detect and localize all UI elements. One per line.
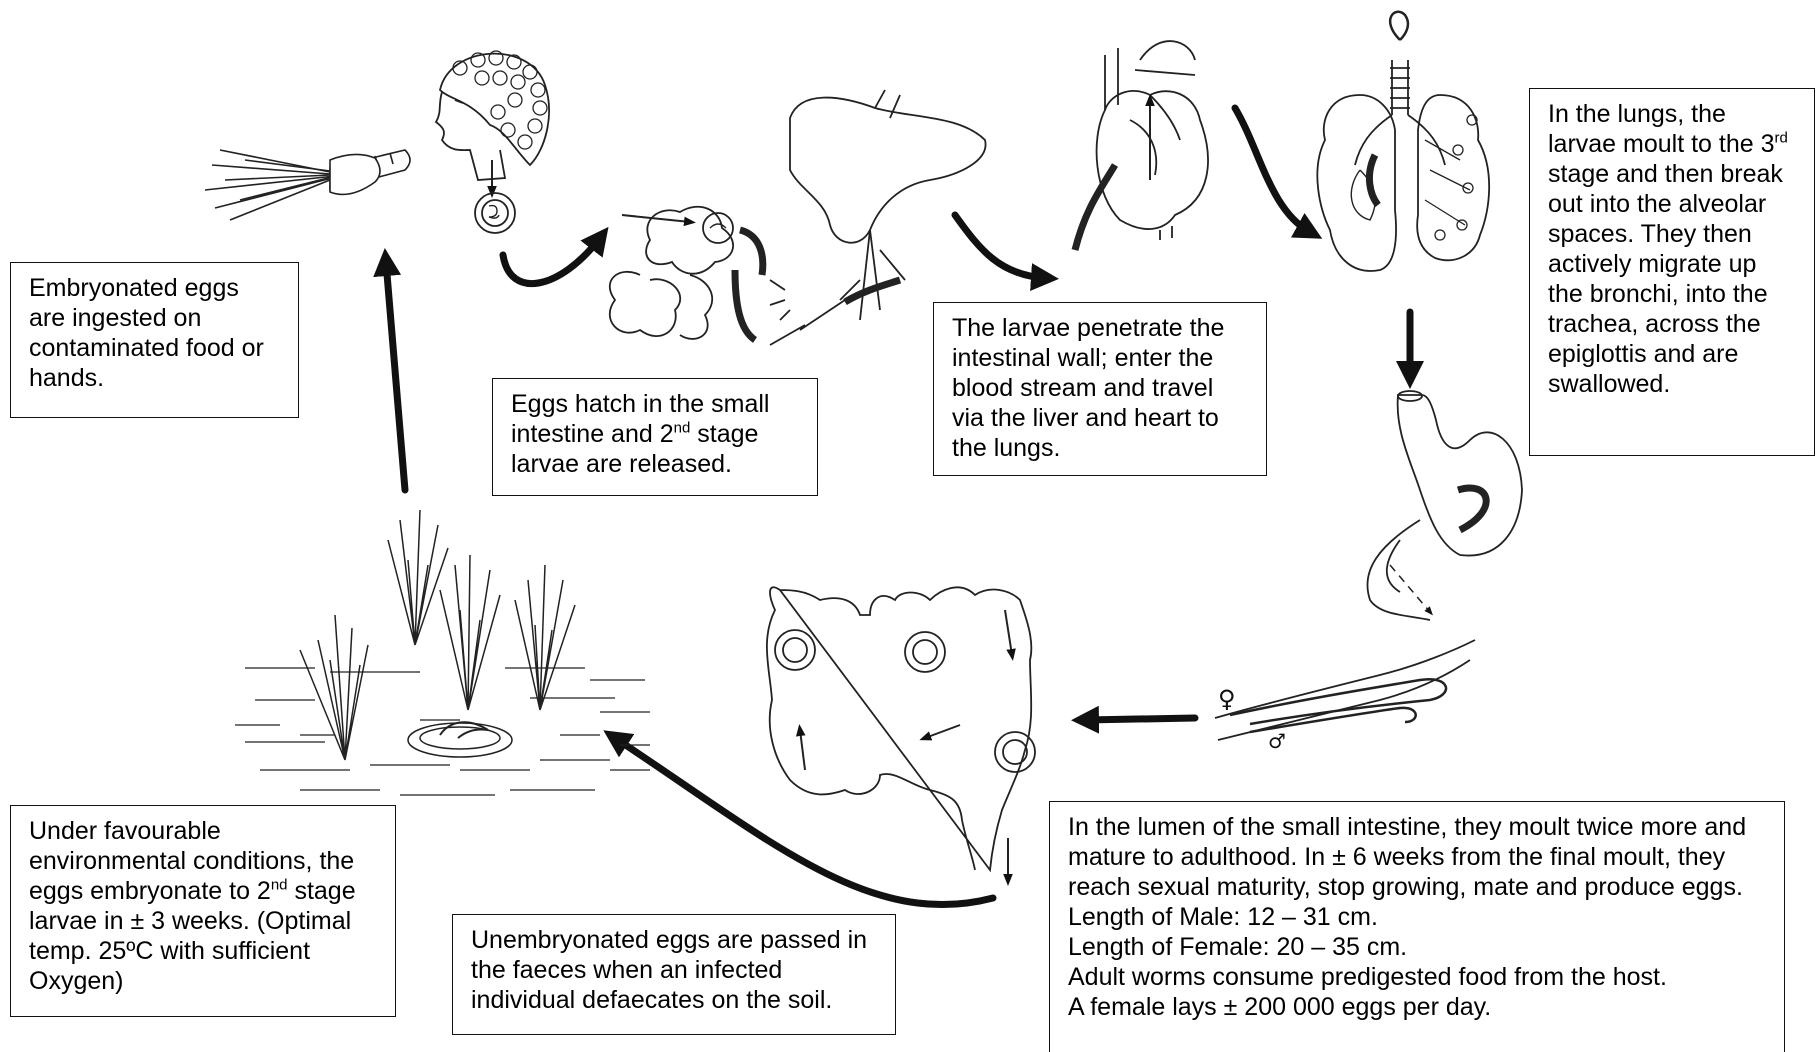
small-intestine-coils xyxy=(610,207,733,339)
plant-3 xyxy=(440,555,500,710)
penetrate-text: The larvae penetrate the intestinal wall… xyxy=(952,313,1248,463)
plant-4 xyxy=(515,565,575,710)
ingested-text: Embryonated eggs are ingested on contami… xyxy=(29,273,280,393)
arrow-soil-to-head xyxy=(386,262,405,490)
favourable-text: Under favourable environmental condition… xyxy=(29,816,377,996)
lumen-text-food: Adult worms consume predigested food fro… xyxy=(1068,962,1766,992)
duodenum xyxy=(1367,520,1430,620)
hand-carrot-drawing xyxy=(205,150,410,220)
lungs-drawing xyxy=(1317,12,1489,271)
male-symbol: ♂ xyxy=(1268,729,1286,753)
lumen-text-eggs: A female lays ± 200 000 eggs per day. xyxy=(1068,992,1766,1022)
lumen-text-female-length: Length of Female: 20 – 35 cm. xyxy=(1068,932,1766,962)
female-symbol: ♀ xyxy=(1218,685,1236,713)
hand xyxy=(330,154,380,194)
lungs-text: In the lungs, the larvae moult to the 3r… xyxy=(1548,99,1796,399)
lumen-text-box: In the lumen of the small intestine, the… xyxy=(1049,801,1785,1052)
faeces-pile xyxy=(408,722,512,757)
favourable-text-box: Under favourable environmental condition… xyxy=(10,805,396,1017)
cycle-arrows xyxy=(386,108,1410,905)
unembryonated-text: Unembryonated eggs are passed in the fae… xyxy=(471,925,877,1015)
larva-path xyxy=(740,230,763,275)
stomach-drawing xyxy=(1367,391,1522,620)
colon-egg-1 xyxy=(775,630,815,670)
unembryonated-text-box: Unembryonated eggs are passed in the fae… xyxy=(452,914,896,1035)
heart-drawing xyxy=(1075,41,1208,250)
colon-egg-2 xyxy=(905,632,945,672)
arrow-liver-to-heart xyxy=(955,215,1045,278)
plant-2 xyxy=(388,510,448,645)
ingested-egg xyxy=(475,193,515,233)
hatch-text: Eggs hatch in the small intestine and 2n… xyxy=(511,389,799,479)
lungs-text-box: In the lungs, the larvae moult to the 3r… xyxy=(1529,88,1815,456)
arrow-worms-to-colon xyxy=(1085,718,1195,720)
grass-tuft-left xyxy=(205,150,335,220)
lung-right xyxy=(1417,95,1489,260)
arrow-head-to-intestine xyxy=(503,238,600,284)
heart-outline xyxy=(1097,91,1208,229)
penetrate-text-box: The larvae penetrate the intestinal wall… xyxy=(933,302,1267,476)
boy-head-drawing xyxy=(436,51,549,233)
lumen-text-maturity: In the lumen of the small intestine, the… xyxy=(1068,812,1766,902)
colon-outline xyxy=(767,587,1031,870)
hatch-text-box: Eggs hatch in the small intestine and 2n… xyxy=(492,378,818,496)
colon-egg-3 xyxy=(995,732,1035,772)
adult-worms-drawing: ♀ ♂ xyxy=(1215,640,1475,753)
liver-intestine-drawing xyxy=(610,90,986,345)
lumen-text-male-length: Length of Male: 12 – 31 cm. xyxy=(1068,902,1766,932)
colon-drawing xyxy=(767,587,1035,880)
plant-1 xyxy=(300,615,368,760)
soil-plants-drawing xyxy=(235,510,650,795)
ingested-text-box: Embryonated eggs are ingested on contami… xyxy=(10,262,299,418)
arrow-heart-to-lungs xyxy=(1235,108,1310,232)
